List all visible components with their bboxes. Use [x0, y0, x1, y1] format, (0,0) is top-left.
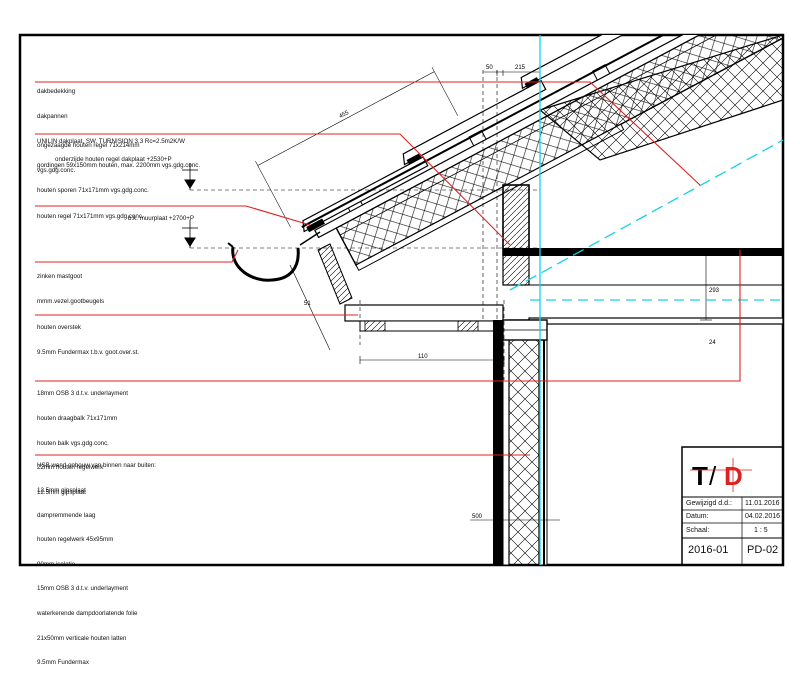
wall-insulation: [508, 319, 540, 565]
svg-text:T: T: [692, 461, 708, 491]
dimension-top-1: 50: [486, 65, 493, 71]
fascia-board: [317, 243, 353, 305]
scale-value: 1 : 5: [754, 527, 768, 534]
dimension-floor: 24: [709, 340, 716, 346]
wall-top-block: [502, 254, 530, 286]
dimension-gutter: 51: [304, 301, 311, 307]
construction-lines: [190, 70, 540, 380]
date-value: 04.02.2016: [745, 513, 781, 520]
soffit-board: [344, 304, 504, 322]
gutter: [231, 246, 300, 282]
roof-tile: [520, 35, 665, 90]
drawing-frame: [18, 33, 785, 567]
dimension-slope: 455: [338, 110, 350, 120]
floor-beam: [503, 248, 783, 256]
logo: T / D: [690, 458, 752, 492]
dimension-top-2: 215: [515, 65, 526, 71]
wall-plate: [502, 184, 530, 256]
ceiling-layer: [528, 317, 783, 325]
level-marker-lower: [182, 220, 198, 248]
drawing-number: PD-02: [747, 544, 779, 556]
project-number: 2016-01: [688, 544, 729, 556]
annotation-floor: 18mm OSB 3 d.t.v. underlayment houten dr…: [37, 390, 129, 496]
revised-value: 11.01.2016: [745, 500, 780, 507]
level-label-upper: onderzijde houten regel dakplaat +2530+P: [55, 156, 172, 163]
dimension-bottom: 500: [472, 514, 483, 520]
roof-tile: [636, 0, 791, 12]
roof-upper-insulation: [538, 35, 783, 161]
wall-cladding: [493, 320, 503, 565]
level-label-lower: b.k. muurplaat +2700+P: [128, 215, 195, 222]
date-label: Datum:: [686, 513, 709, 520]
axis-lines: [509, 35, 783, 565]
dimension-right: 293: [709, 288, 720, 294]
revised-label: Gewijzigd d.d.:: [686, 500, 732, 507]
annotation-gutter: zinken mastgoot mmm.vezel.gootbeugels: [37, 273, 105, 305]
leader-lines: [35, 81, 741, 456]
batten: [716, 0, 733, 14]
svg-text:/: /: [709, 461, 717, 491]
scale-label: Schaal:: [686, 527, 710, 534]
detail-drawing: 455: [18, 0, 791, 567]
annotation-batten: houten regel 71x171mm vgs.gdg.conc.: [37, 213, 144, 221]
dimension-lines: [289, 70, 712, 521]
annotation-overhang: houten overstek 9.5mm Fundermax t.b.v. g…: [37, 324, 140, 356]
dimension-overhang: 110: [418, 354, 428, 360]
annotation-wall: HSB wand opbouw van binnen naar buiten: …: [37, 462, 157, 667]
title-block: [681, 446, 784, 566]
annotation-rafter: ongezaagde houten regel 71x214mm vgs.gdg…: [37, 142, 140, 174]
roof-tile: [402, 79, 547, 166]
level-marker-upper: [182, 163, 198, 190]
annotation-roof: dakbedekking dakpannen UNILIN dakplaat, …: [37, 88, 201, 194]
